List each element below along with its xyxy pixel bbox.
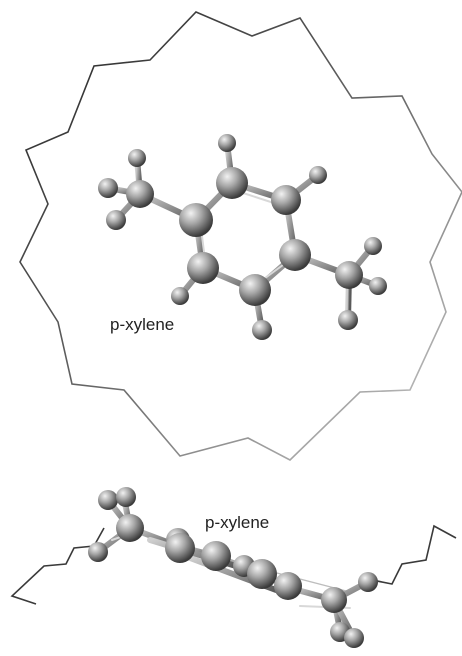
carbon-atom bbox=[187, 252, 219, 284]
side-view-label: p-xylene bbox=[205, 513, 269, 532]
carbon-atom bbox=[271, 185, 301, 215]
hydrogen-atom bbox=[106, 210, 126, 230]
hydrogen-atom bbox=[344, 628, 364, 648]
hydrogen-atom bbox=[98, 178, 118, 198]
hydrogen-atom bbox=[358, 572, 378, 592]
hydrogen-atom bbox=[369, 277, 387, 295]
carbon-atom bbox=[279, 239, 311, 271]
carbon-atom bbox=[335, 261, 363, 289]
top-view-surface-outline bbox=[19, 11, 462, 461]
top-view-panel: p-xylene bbox=[19, 11, 462, 461]
side-view-surface-right bbox=[361, 524, 457, 585]
carbon-atom bbox=[201, 541, 231, 571]
hydrogen-atom bbox=[252, 320, 272, 340]
hydrogen-atom bbox=[171, 287, 189, 305]
hydrogen-atom bbox=[364, 237, 382, 255]
hydrogen-atom bbox=[338, 310, 358, 330]
hydrogen-atom bbox=[116, 487, 136, 507]
carbon-atom bbox=[321, 587, 347, 613]
hydrogen-atom bbox=[128, 149, 146, 167]
carbon-atom bbox=[165, 533, 195, 563]
top-view-atoms bbox=[98, 134, 387, 340]
carbon-atom bbox=[247, 559, 277, 589]
carbon-atom bbox=[239, 274, 271, 306]
side-view-panel: p-xylene bbox=[10, 487, 457, 648]
top-view-bonds bbox=[105, 140, 381, 333]
carbon-atom bbox=[274, 572, 302, 600]
side-view-atoms bbox=[88, 487, 378, 648]
hydrogen-atom bbox=[88, 542, 108, 562]
carbon-atom bbox=[116, 514, 144, 542]
hydrogen-atom bbox=[218, 134, 236, 152]
hydrogen-atom bbox=[98, 490, 118, 510]
carbon-atom bbox=[216, 167, 248, 199]
carbon-atom bbox=[179, 203, 213, 237]
carbon-atom bbox=[126, 180, 154, 208]
side-view-surface-left bbox=[10, 527, 105, 605]
hydrogen-atom bbox=[309, 166, 327, 184]
top-view-label: p-xylene bbox=[110, 315, 174, 334]
